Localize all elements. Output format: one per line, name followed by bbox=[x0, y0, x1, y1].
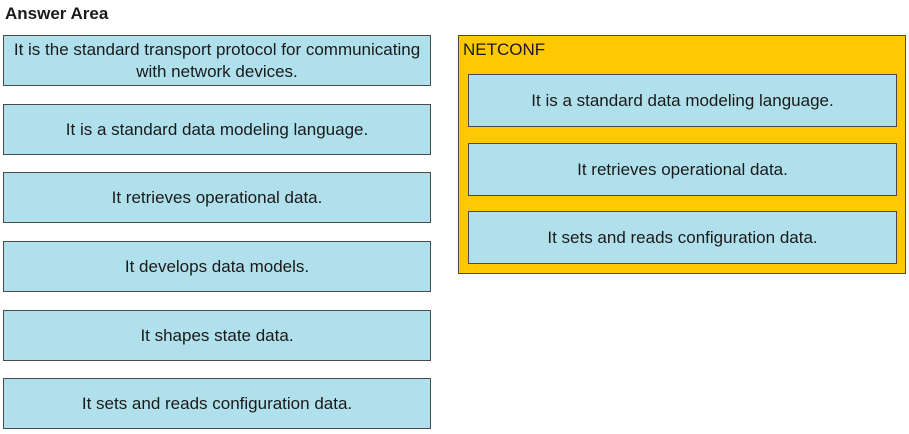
answer-area-title: Answer Area bbox=[5, 4, 109, 23]
netconf-slot-item[interactable]: It sets and reads configuration data. bbox=[468, 211, 897, 264]
option-sets-reads-configuration[interactable]: It sets and reads configuration data. bbox=[3, 378, 431, 429]
netconf-slot-item[interactable]: It retrieves operational data. bbox=[468, 143, 897, 196]
netconf-drop-target[interactable]: NETCONF It is a standard data modeling l… bbox=[458, 35, 906, 274]
option-transport-protocol[interactable]: It is the standard transport protocol fo… bbox=[3, 35, 431, 86]
option-develops-data-models[interactable]: It develops data models. bbox=[3, 241, 431, 292]
option-retrieves-operational-data[interactable]: It retrieves operational data. bbox=[3, 172, 431, 223]
option-shapes-state-data[interactable]: It shapes state data. bbox=[3, 310, 431, 361]
option-data-modeling-language[interactable]: It is a standard data modeling language. bbox=[3, 104, 431, 155]
netconf-label: NETCONF bbox=[463, 40, 546, 59]
netconf-slot-item[interactable]: It is a standard data modeling language. bbox=[468, 74, 897, 127]
